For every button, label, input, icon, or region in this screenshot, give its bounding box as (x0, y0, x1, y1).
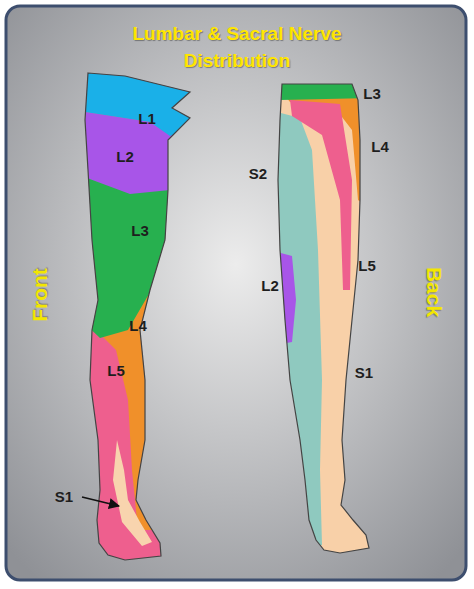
dermatome-label: L4 (371, 138, 389, 155)
back-leg (260, 60, 390, 580)
view-label: Front (28, 268, 52, 322)
dermatome-label: L3 (363, 85, 381, 102)
front-outline (85, 73, 190, 560)
dermatome-label: L3 (131, 222, 149, 239)
dermatome-label: S1 (55, 488, 73, 505)
title: Lumbar & Sacral Nerve Distribution (122, 20, 352, 74)
dermatome-label: S1 (355, 364, 373, 381)
dermatome-label: L5 (358, 257, 376, 274)
dermatome-label: L5 (107, 362, 125, 379)
dermatome-label: L4 (129, 317, 147, 334)
leader-arrow (82, 497, 119, 506)
view-label: Back (422, 267, 446, 317)
frame (6, 6, 466, 580)
dermatome-label: L1 (138, 110, 156, 127)
dermatome-label: S2 (249, 165, 267, 182)
front-leg (60, 60, 230, 580)
dermatome-label: L2 (261, 277, 279, 294)
back-outline (278, 84, 369, 553)
dermatome-label: L2 (116, 148, 134, 165)
